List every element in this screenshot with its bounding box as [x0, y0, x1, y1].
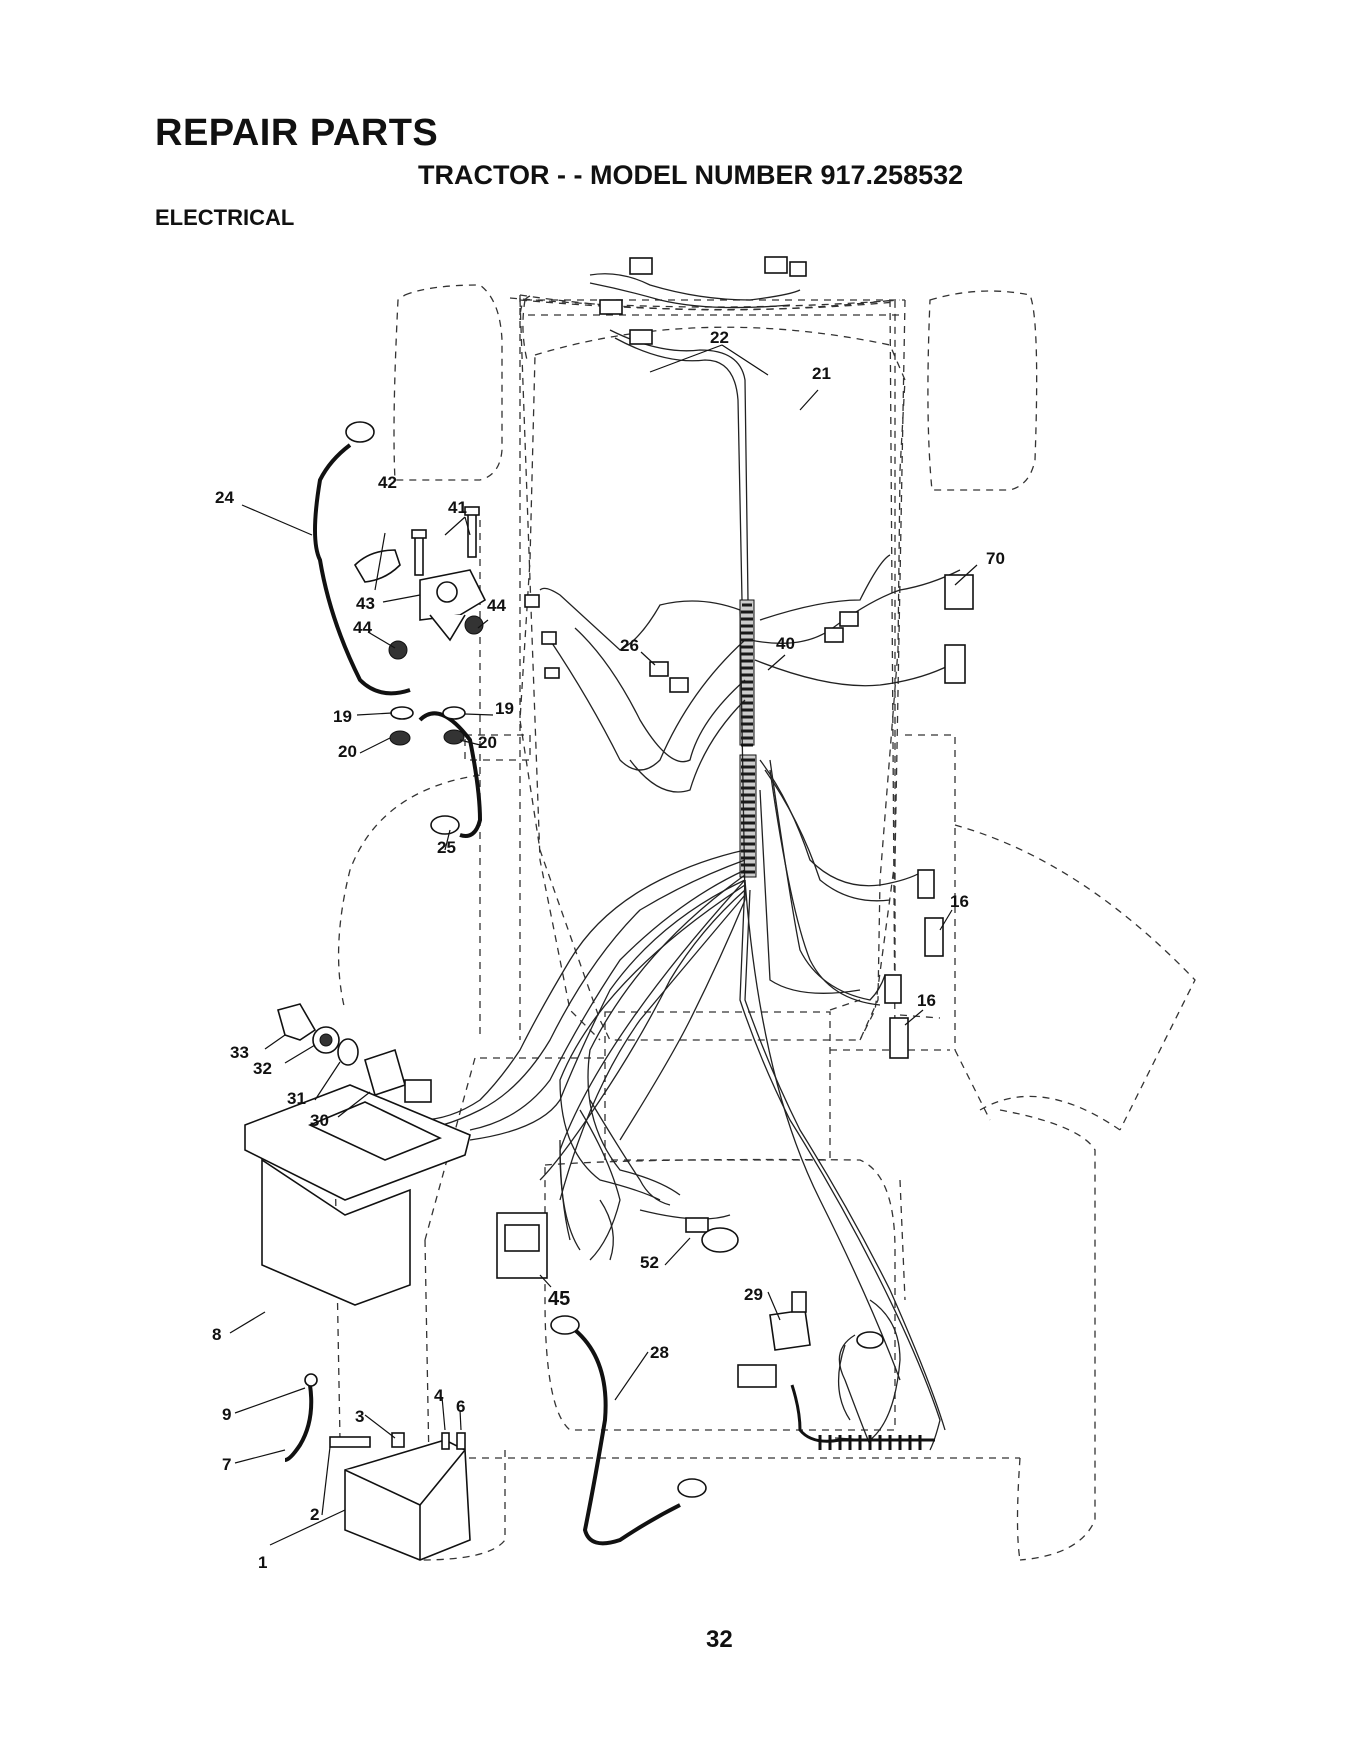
- washer-31: [338, 1039, 358, 1065]
- callout-40: 40: [776, 634, 795, 653]
- callout-32: 32: [253, 1059, 272, 1078]
- clamp-9: [305, 1374, 317, 1386]
- hose-7: [285, 1385, 311, 1460]
- callout-24: 24: [215, 488, 234, 507]
- connector-16b: [885, 975, 901, 1003]
- connector-front-b: [630, 330, 652, 344]
- bolt-2: [330, 1437, 370, 1447]
- callout-9: 9: [222, 1405, 231, 1424]
- connector-70b: [825, 628, 843, 642]
- callout-42: 42: [378, 473, 397, 492]
- callout-4: 4: [434, 1386, 444, 1405]
- bolt-41b: [468, 512, 476, 557]
- nut-44a: [389, 641, 407, 659]
- nut-20a: [390, 731, 410, 745]
- callout-19a: 19: [333, 707, 352, 726]
- bolt-head-41a: [412, 530, 426, 538]
- callout-21: 21: [812, 364, 831, 383]
- switch-29: [770, 1310, 810, 1350]
- nut-3: [392, 1433, 404, 1447]
- callout-43: 43: [356, 594, 375, 613]
- callout-44b: 44: [487, 596, 506, 615]
- callout-28: 28: [650, 1343, 669, 1362]
- callout-44a: 44: [353, 618, 372, 637]
- connector-harness-b: [542, 632, 556, 644]
- callout-70: 70: [986, 549, 1005, 568]
- fuse-holder-52: [686, 1218, 708, 1232]
- ring-terminal-24: [346, 422, 374, 442]
- callout-20a: 20: [338, 742, 357, 761]
- page-number: 32: [706, 1626, 733, 1654]
- callout-16a: 16: [950, 892, 969, 911]
- callout-41: 41: [448, 498, 467, 517]
- part-shapes: [245, 257, 973, 1560]
- ring-terminal-29: [857, 1332, 883, 1348]
- callout-33: 33: [230, 1043, 249, 1062]
- connector-70a: [840, 612, 858, 626]
- callout-22: 22: [710, 328, 729, 347]
- terminal-6: [457, 1433, 465, 1449]
- ring-terminal-25: [431, 816, 459, 834]
- callout-26: 26: [620, 636, 639, 655]
- connector-harness-a: [525, 595, 539, 607]
- connector-16a: [918, 870, 934, 898]
- switch-16a: [925, 918, 943, 956]
- connector-30: [405, 1080, 431, 1102]
- switch-70: [945, 575, 973, 609]
- key-33: [278, 1004, 315, 1040]
- connector-26b: [670, 678, 688, 692]
- headlight-22b: [765, 257, 787, 273]
- callout-29: 29: [744, 1285, 763, 1304]
- headlight-22a: [630, 258, 652, 274]
- bolt-head-41b: [465, 507, 479, 515]
- callout-52: 52: [640, 1253, 659, 1272]
- washer-19a: [391, 707, 413, 719]
- callout-1: 1: [258, 1553, 267, 1572]
- callout-8: 8: [212, 1325, 221, 1344]
- callout-20b: 20: [478, 733, 497, 752]
- leader-lines: [230, 345, 977, 1545]
- callout-45: 45: [548, 1288, 570, 1310]
- washer-19b: [443, 707, 465, 719]
- callout-7: 7: [222, 1455, 231, 1474]
- connector-26: [650, 662, 668, 676]
- callout-labels: 22 21 24 42 41 43 44 44 70 26 40 19 19 2…: [212, 328, 1005, 1572]
- bolt-41a: [415, 535, 423, 575]
- ring-terminal-28b: [678, 1479, 706, 1497]
- terminal-4: [442, 1433, 449, 1449]
- callout-6: 6: [456, 1397, 465, 1416]
- nut-20b: [444, 730, 464, 744]
- callout-3: 3: [355, 1407, 364, 1426]
- callout-31: 31: [287, 1089, 306, 1108]
- callout-2: 2: [310, 1505, 319, 1524]
- connector-harness-c: [545, 668, 559, 678]
- callout-16b: 16: [917, 991, 936, 1010]
- wiring-harness: [410, 274, 960, 1450]
- socket-21: [790, 262, 806, 276]
- connector-front-a: [600, 300, 622, 314]
- nut-44b: [465, 616, 483, 634]
- ring-terminal-28a: [551, 1316, 579, 1334]
- callout-30: 30: [310, 1111, 329, 1130]
- ignition-switch-30: [365, 1050, 405, 1095]
- callout-25: 25: [437, 838, 456, 857]
- callout-19b: 19: [495, 699, 514, 718]
- connector-29: [738, 1365, 776, 1387]
- switch-70b: [945, 645, 965, 683]
